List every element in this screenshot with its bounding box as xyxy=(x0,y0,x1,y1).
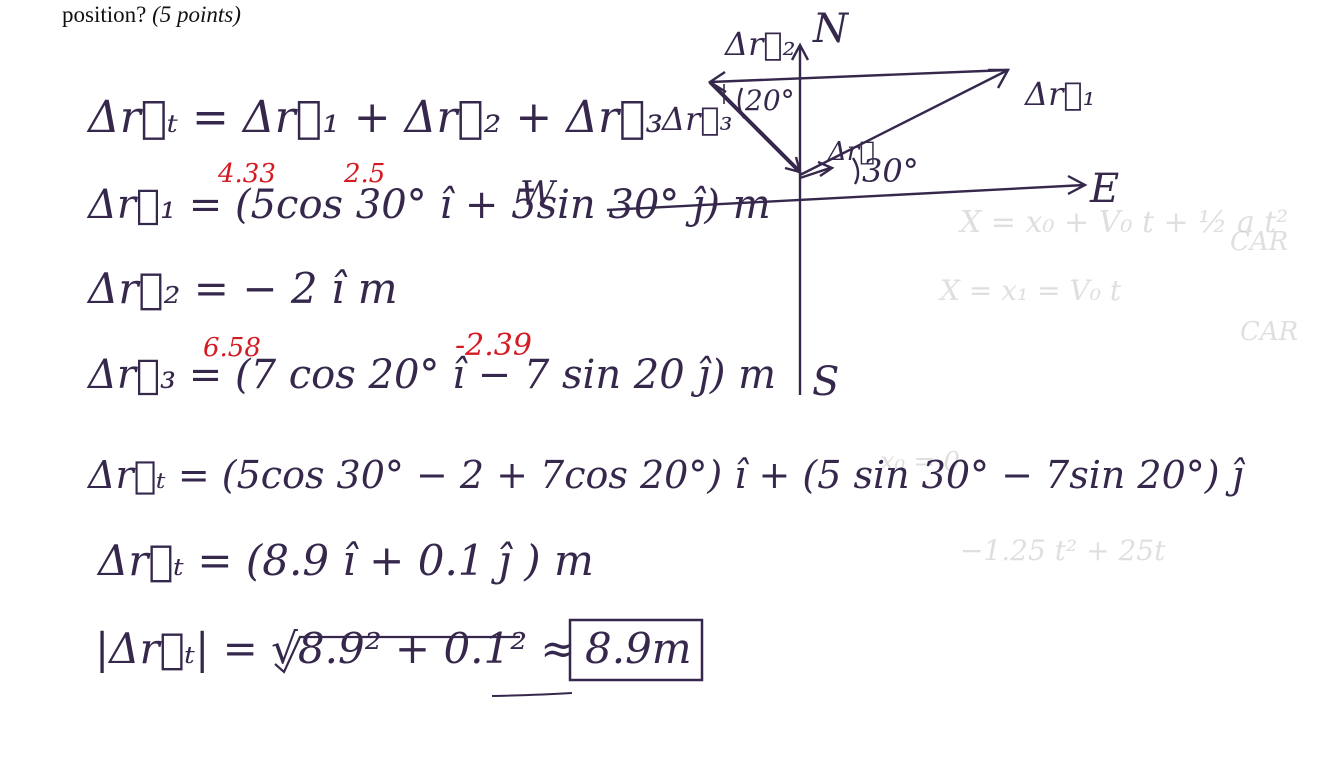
red-note-r3x: 6.58 xyxy=(203,333,261,363)
vector-resultant xyxy=(799,166,831,180)
svg-text:X = x₀ + V₀ t + ½ a t²: X = x₀ + V₀ t + ½ a t² xyxy=(958,205,1288,240)
svg-text:CAR: CAR xyxy=(1240,317,1298,347)
south-label: S xyxy=(812,359,839,405)
east-west-axis xyxy=(606,183,1086,212)
equation-r1: Δr⃗₁ = (5cos 30° î + 5sin 30° ĵ) m xyxy=(86,182,771,228)
vector-resultant-label: Δr⃗ xyxy=(827,137,875,167)
equation-total-displacement: Δr⃗ₜ = Δr⃗₁ + Δr⃗₂ + Δr⃗₃ xyxy=(86,92,663,143)
angle-20-mark xyxy=(737,87,746,119)
vector-r1-label: Δr⃗₁ xyxy=(1023,75,1095,113)
red-note-r1y: 2.5 xyxy=(343,159,385,189)
svg-text:CAR: CAR xyxy=(1230,227,1288,257)
vector-r3-arrowhead-icon xyxy=(784,156,802,174)
angle-30-label: 30° xyxy=(862,152,919,190)
vector-r2 xyxy=(709,68,1009,84)
svg-text:−1.25 t² + 25t: −1.25 t² + 25t xyxy=(960,534,1166,567)
angle-30-mark xyxy=(851,157,860,185)
question-text: position? xyxy=(62,2,153,27)
red-note-r1x: 4.33 xyxy=(217,159,276,189)
w-label: W xyxy=(520,174,558,214)
north-arrow-icon xyxy=(790,42,810,61)
red-annotations: 4.33 2.5 6.58 -2.39 xyxy=(203,159,532,363)
red-note-r3y: -2.39 xyxy=(455,328,532,363)
equation-r2: Δr⃗₂ = − 2 î m xyxy=(86,264,398,313)
final-answer-box xyxy=(568,618,704,682)
vector-diagram xyxy=(606,42,1088,395)
equation-result-vector: Δr⃗ₜ = (8.9 î + 0.1 ĵ ) m xyxy=(96,536,594,585)
equation-magnitude: |Δr⃗ₜ| = √8.9² + 0.1² ≈ xyxy=(95,624,576,673)
vector-r1 xyxy=(799,68,1009,177)
vector-r2-label: Δr⃗₂ xyxy=(723,25,795,63)
diagram-labels: N S E Δr⃗₂ Δr⃗₁ Δr⃗₃ Δr⃗ 20° 30° xyxy=(660,6,1119,405)
equation-list: Δr⃗ₜ = Δr⃗₁ + Δr⃗₂ + Δr⃗₃ Δr⃗₁ = (5cos 3… xyxy=(86,92,1246,697)
svg-text:x₀ = 0: x₀ = 0 xyxy=(880,447,960,477)
equation-r3: Δr⃗₃ = (7 cos 20° î − 7 sin 20 ĵ) m xyxy=(86,352,776,398)
north-label: N xyxy=(812,6,850,52)
east-label: E xyxy=(1089,166,1119,212)
east-arrow-icon xyxy=(1067,174,1088,196)
svg-text:X = x₁ = V₀ t: X = x₁ = V₀ t xyxy=(938,274,1122,307)
vector-resultant-arrowhead-icon xyxy=(817,160,835,177)
points-label: (5 points) xyxy=(152,2,241,27)
question-header: position? (5 points) xyxy=(62,2,241,28)
vector-r3-label: Δr⃗₃ xyxy=(660,100,732,138)
vector-r3 xyxy=(708,80,802,174)
equation-sum-components: Δr⃗ₜ = (5cos 30° − 2 + 7cos 20°) î + (5 … xyxy=(86,453,1246,497)
angle-20-label: 20° xyxy=(744,84,795,117)
final-answer: 8.9m xyxy=(585,624,692,673)
bleed-through-background: X = x₀ + V₀ t + ½ a t² X = x₁ = V₀ t CAR… xyxy=(880,205,1298,567)
